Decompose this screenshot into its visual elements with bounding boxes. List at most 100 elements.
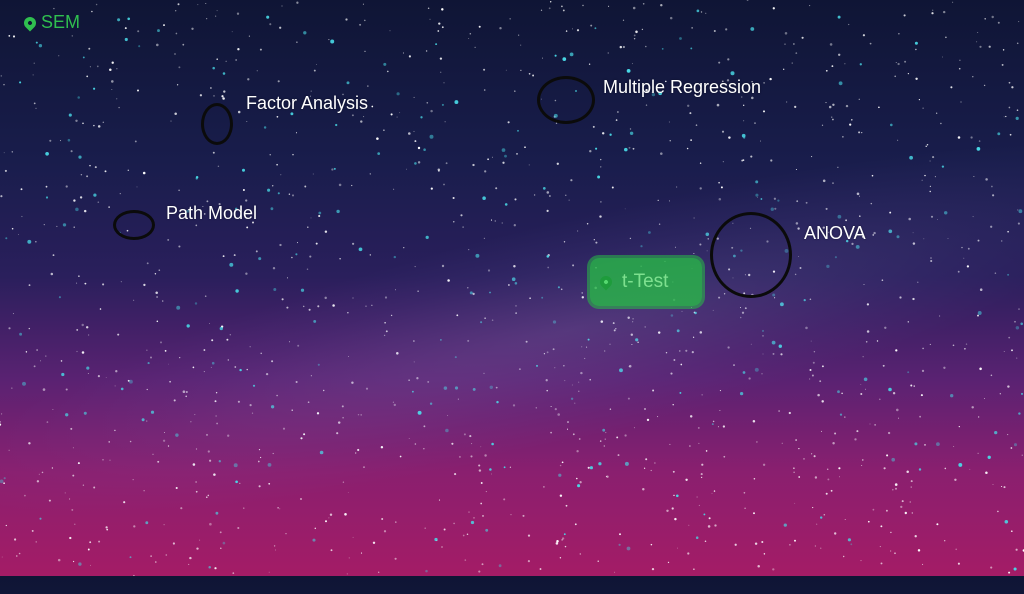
star <box>837 390 840 394</box>
star <box>480 446 482 448</box>
star <box>652 389 655 392</box>
node-ring-anova[interactable] <box>710 212 792 298</box>
star <box>363 116 365 118</box>
star <box>209 522 212 526</box>
star <box>263 126 267 129</box>
star <box>600 201 602 203</box>
star <box>485 491 487 493</box>
star <box>543 353 546 355</box>
star <box>617 454 620 457</box>
star <box>820 516 823 519</box>
star <box>629 237 632 240</box>
star <box>195 490 198 493</box>
star <box>605 475 607 477</box>
star <box>109 68 112 71</box>
node-ring-factor-analysis[interactable] <box>201 103 233 145</box>
star <box>119 193 121 195</box>
star <box>248 35 250 37</box>
star <box>352 297 354 299</box>
star <box>291 409 293 411</box>
star <box>552 348 555 351</box>
star <box>520 69 522 71</box>
star <box>462 226 464 228</box>
star <box>720 186 723 189</box>
star <box>58 296 61 299</box>
star <box>643 467 646 469</box>
star <box>73 560 75 563</box>
star <box>413 340 415 342</box>
star <box>360 414 363 416</box>
star <box>507 284 510 286</box>
star <box>437 30 440 32</box>
star <box>304 185 307 188</box>
star <box>216 58 218 60</box>
star <box>210 366 212 368</box>
star <box>763 553 766 555</box>
star <box>480 321 483 324</box>
star <box>554 367 556 369</box>
star <box>21 215 23 218</box>
star <box>365 305 367 307</box>
star <box>609 133 612 136</box>
star <box>295 380 298 384</box>
star <box>77 462 80 465</box>
star <box>825 102 827 104</box>
star <box>886 454 889 457</box>
star <box>472 292 475 296</box>
star <box>396 352 399 355</box>
star <box>723 293 726 295</box>
star <box>811 156 813 158</box>
star <box>408 55 411 58</box>
star <box>291 256 293 259</box>
node-ring-path-model[interactable] <box>113 210 155 240</box>
star <box>328 517 330 519</box>
star <box>342 416 344 419</box>
star <box>213 95 215 97</box>
star <box>82 484 85 486</box>
star <box>76 282 78 284</box>
star <box>896 235 900 239</box>
star <box>965 343 968 345</box>
star <box>70 150 73 153</box>
star <box>909 501 911 503</box>
star <box>76 328 79 331</box>
star <box>896 408 899 412</box>
selected-node-t-test[interactable]: t-Test <box>590 258 702 306</box>
star <box>146 349 148 351</box>
star <box>216 422 218 425</box>
star <box>563 533 566 536</box>
star <box>0 421 2 423</box>
star <box>1005 115 1007 118</box>
star <box>609 408 612 410</box>
star <box>632 317 634 320</box>
star <box>41 471 44 474</box>
star <box>491 473 492 475</box>
star <box>348 557 350 559</box>
star <box>772 293 776 297</box>
star <box>310 90 312 92</box>
star <box>146 420 148 422</box>
star <box>308 308 311 311</box>
star <box>992 483 994 485</box>
star <box>862 356 864 358</box>
star <box>310 375 312 377</box>
star <box>182 390 186 393</box>
star <box>914 41 918 45</box>
star <box>763 82 765 84</box>
node-ring-multiple-regression[interactable] <box>537 76 595 124</box>
star <box>474 46 476 49</box>
star <box>185 395 187 398</box>
star <box>1017 222 1020 225</box>
star <box>691 27 693 29</box>
star <box>642 3 645 5</box>
star <box>165 554 168 556</box>
star <box>319 450 324 455</box>
star <box>333 167 336 170</box>
star <box>56 225 58 227</box>
star <box>300 288 305 292</box>
star <box>61 372 65 377</box>
star <box>701 394 703 396</box>
star <box>416 377 419 380</box>
star <box>924 174 926 177</box>
star <box>360 552 363 554</box>
